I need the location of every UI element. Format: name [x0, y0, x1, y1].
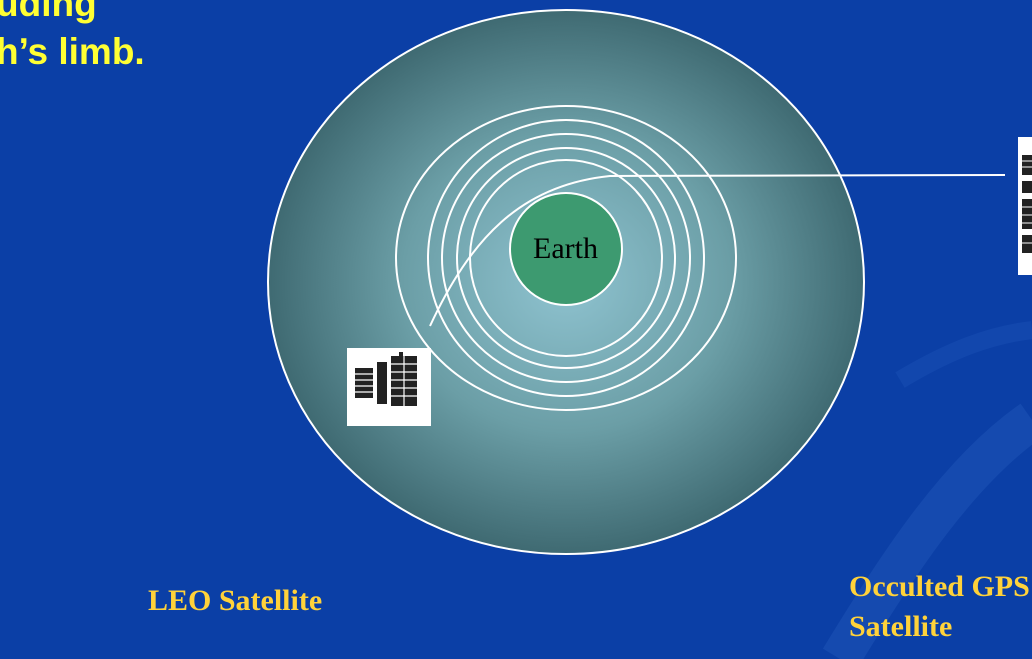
gps-satellite-label-line-1: Occulted GPS — [849, 570, 1030, 603]
satellite-icon — [1018, 137, 1032, 275]
atmosphere-layer-ring — [427, 119, 705, 397]
atmosphere-layer-ring — [395, 105, 737, 411]
earth-circle — [509, 192, 623, 306]
slide-title: uding h’s limb. — [0, 0, 145, 76]
atmosphere-layer-ring — [441, 133, 691, 383]
satellite-icon — [347, 348, 431, 426]
slide-title-line-2: h’s limb. — [0, 31, 145, 72]
leo-satellite-label: LEO Satellite — [148, 584, 323, 617]
slide-title-line-1: uding — [0, 0, 97, 24]
atmosphere-layer-ring — [456, 147, 676, 369]
gps-satellite-label-line-2: Satellite — [849, 610, 953, 643]
earth-label: Earth — [533, 232, 598, 265]
signal-ray-path — [429, 174, 1006, 327]
gps-satellite-label: Occulted GPS Satellite — [849, 567, 1030, 647]
